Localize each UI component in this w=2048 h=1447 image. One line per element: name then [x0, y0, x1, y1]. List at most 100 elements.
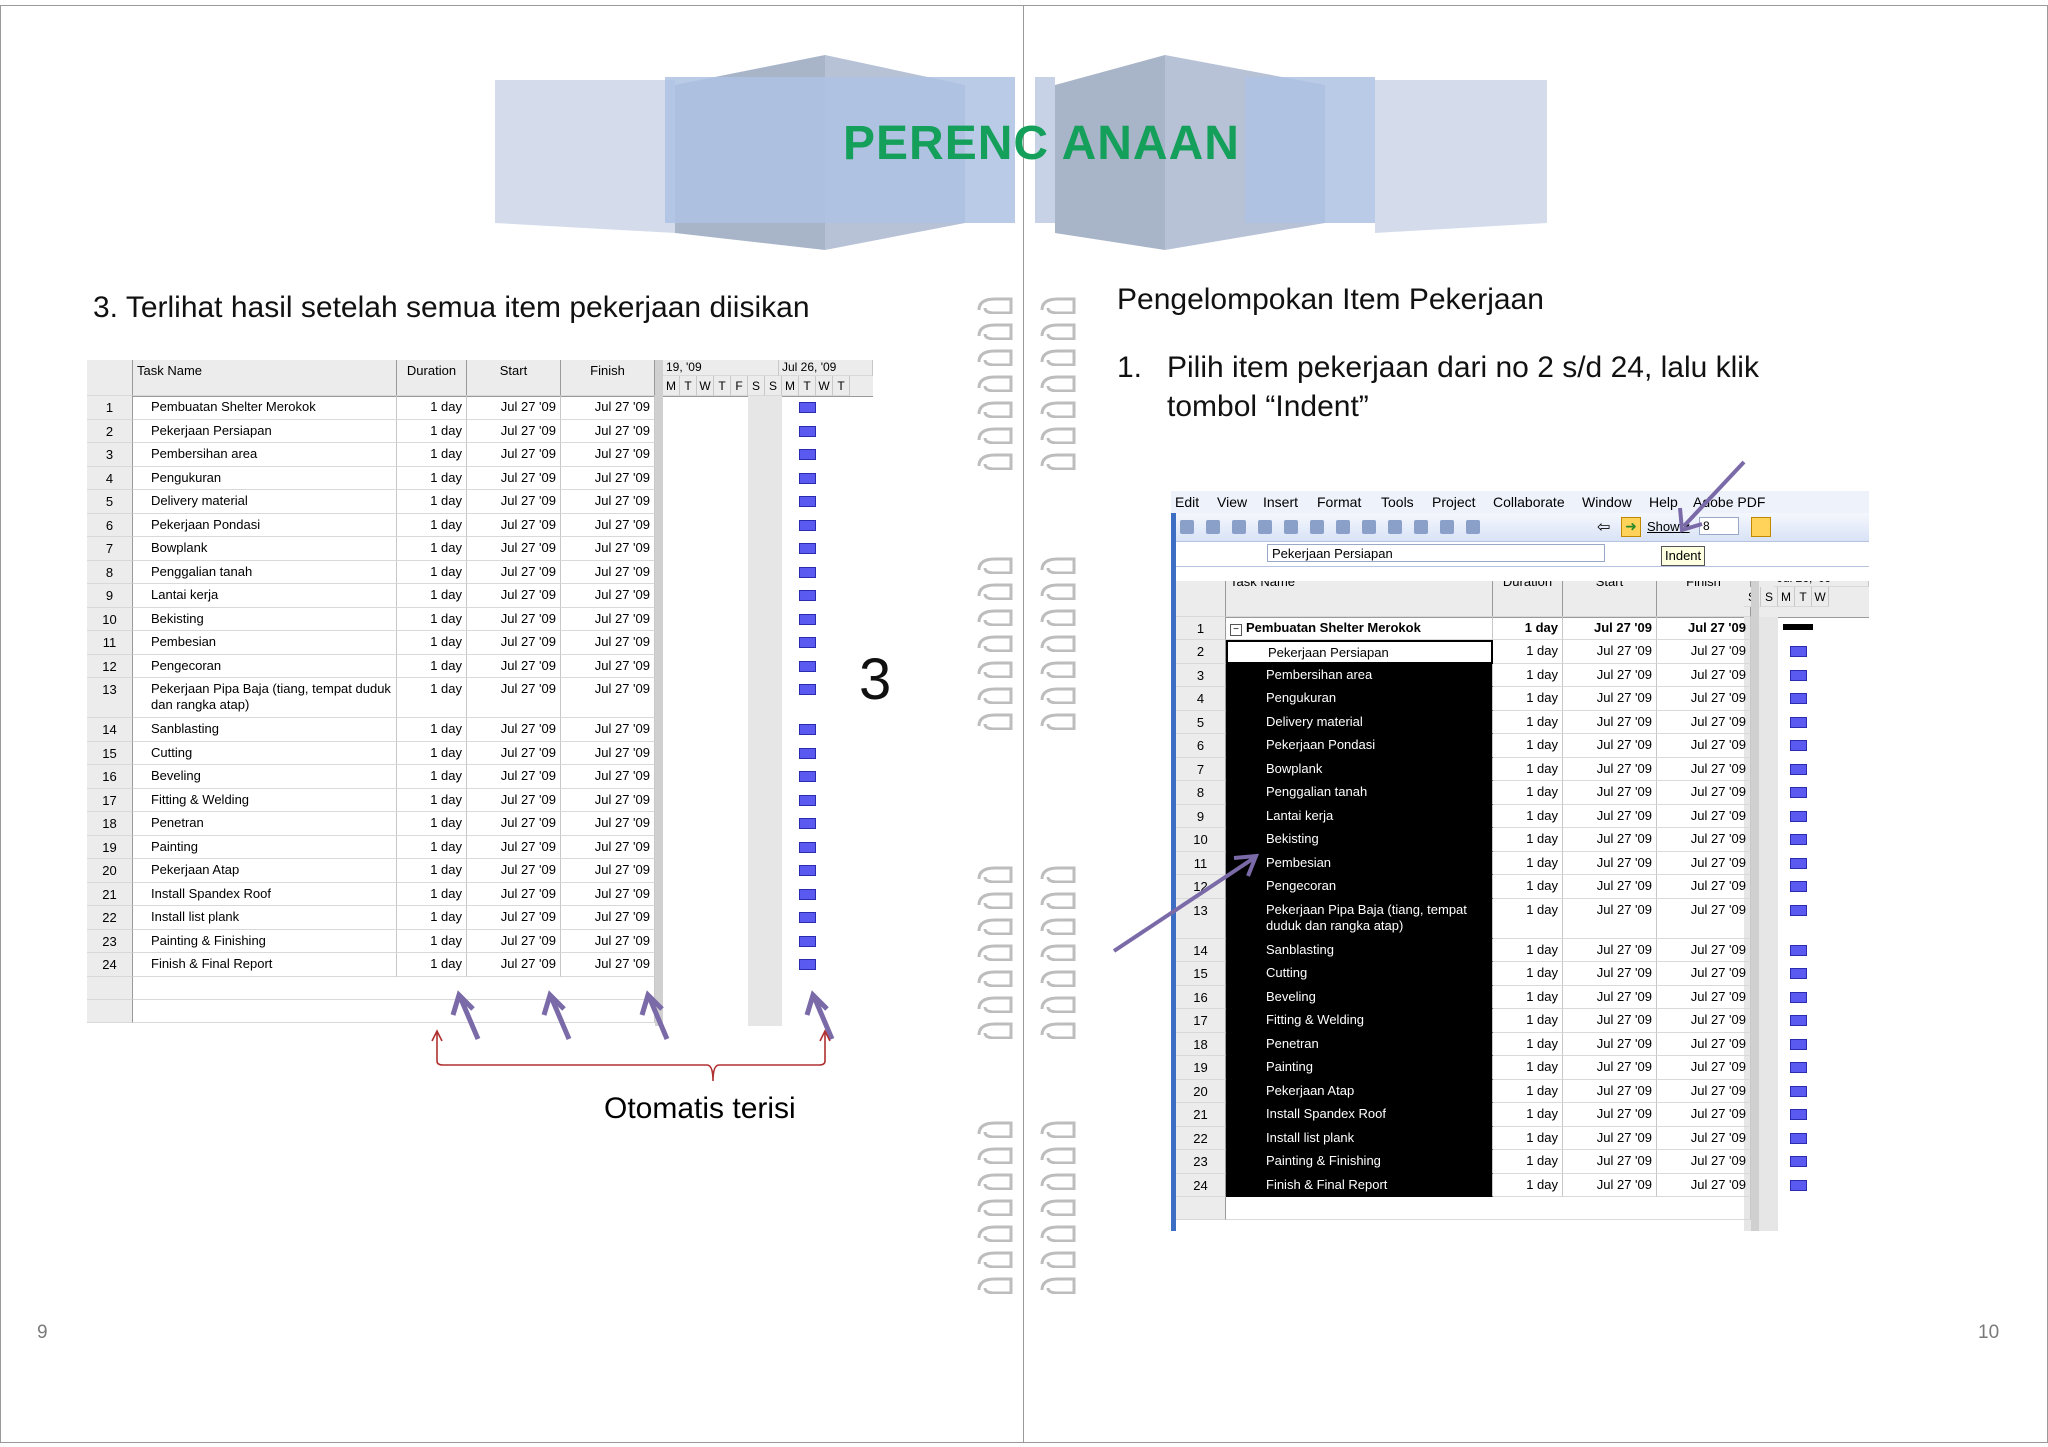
finish-cell[interactable]: Jul 27 '09 [561, 631, 655, 655]
task-name-cell[interactable]: Pekerjaan Pondasi [133, 513, 397, 537]
start-cell[interactable]: Jul 27 '09 [467, 741, 561, 765]
gantt-bar[interactable] [799, 519, 816, 531]
finish-cell[interactable]: Jul 27 '09 [1657, 1009, 1751, 1033]
indent-button[interactable]: ➜ [1621, 517, 1641, 537]
gantt-bar[interactable] [799, 472, 816, 484]
task-name-cell[interactable]: Pekerjaan Atap [1226, 1079, 1493, 1103]
finish-cell[interactable]: Jul 27 '09 [1657, 734, 1751, 758]
duration-cell[interactable]: 1 day [1493, 804, 1563, 828]
start-cell[interactable]: Jul 27 '09 [467, 396, 561, 420]
task-name-cell[interactable]: Beveling [1226, 985, 1493, 1009]
task-name-cell[interactable]: Pembuatan Shelter Merokok [133, 396, 397, 420]
finish-cell[interactable]: Jul 27 '09 [561, 929, 655, 953]
start-cell[interactable]: Jul 27 '09 [1563, 962, 1657, 986]
task-name-cell[interactable]: Delivery material [133, 490, 397, 514]
gantt-bar[interactable] [1790, 787, 1807, 798]
toolbar-zoom-out-button[interactable] [1411, 517, 1431, 537]
start-cell[interactable]: Jul 27 '09 [1563, 663, 1657, 687]
duration-cell[interactable]: 1 day [1493, 1150, 1563, 1174]
finish-cell[interactable]: Jul 27 '09 [561, 906, 655, 930]
finish-cell[interactable]: Jul 27 '09 [1657, 962, 1751, 986]
finish-cell[interactable]: Jul 27 '09 [561, 678, 655, 718]
finish-cell[interactable]: Jul 27 '09 [561, 584, 655, 608]
start-cell[interactable]: Jul 27 '09 [1563, 1126, 1657, 1150]
finish-cell[interactable]: Jul 27 '09 [1657, 663, 1751, 687]
gantt-bar[interactable] [799, 566, 816, 578]
start-cell[interactable]: Jul 27 '09 [467, 419, 561, 443]
task-name-cell[interactable]: Cutting [1226, 962, 1493, 986]
gantt-bar[interactable] [1790, 991, 1807, 1003]
empty-row[interactable] [1226, 1197, 1751, 1220]
start-cell[interactable]: Jul 27 '09 [467, 765, 561, 789]
finish-cell[interactable]: Jul 27 '09 [1657, 1103, 1751, 1127]
start-cell[interactable]: Jul 27 '09 [1563, 1009, 1657, 1033]
start-cell[interactable]: Jul 27 '09 [1563, 1150, 1657, 1174]
start-cell[interactable]: Jul 27 '09 [467, 443, 561, 467]
duration-cell[interactable]: 1 day [397, 741, 467, 765]
duration-cell[interactable]: 1 day [1493, 1032, 1563, 1056]
duration-cell[interactable]: 1 day [1493, 898, 1563, 939]
gantt-bar[interactable] [799, 496, 816, 507]
gantt-bar[interactable] [799, 449, 816, 460]
gantt-bar[interactable] [799, 959, 816, 970]
task-name-cell[interactable]: Penggalian tanah [133, 560, 397, 584]
gantt-bar[interactable] [1790, 1015, 1807, 1026]
start-cell[interactable]: Jul 27 '09 [467, 513, 561, 537]
start-cell[interactable]: Jul 27 '09 [1563, 1173, 1657, 1197]
duration-cell[interactable]: 1 day [397, 882, 467, 906]
start-cell[interactable]: Jul 27 '09 [467, 788, 561, 812]
task-name-cell[interactable]: Painting & Finishing [133, 929, 397, 953]
finish-cell[interactable]: Jul 27 '09 [561, 537, 655, 561]
finish-cell[interactable]: Jul 27 '09 [1657, 1056, 1751, 1080]
duration-cell[interactable]: 1 day [1493, 962, 1563, 986]
task-name-cell[interactable]: Pekerjaan Pipa Baja (tiang, tempat duduk… [133, 678, 397, 718]
finish-cell[interactable]: Jul 27 '09 [561, 560, 655, 584]
gantt-bar[interactable] [799, 684, 816, 695]
gantt-bar[interactable] [1790, 716, 1807, 728]
menu-project[interactable]: Project [1432, 494, 1476, 510]
start-cell[interactable]: Jul 27 '09 [467, 537, 561, 561]
gantt-bar[interactable] [799, 794, 816, 806]
finish-cell[interactable]: Jul 27 '09 [1657, 687, 1751, 711]
start-cell[interactable]: Jul 27 '09 [467, 906, 561, 930]
duration-cell[interactable]: 1 day [1493, 757, 1563, 781]
task-name-cell[interactable]: Penetran [133, 812, 397, 836]
task-name-cell[interactable]: Pengukuran [1226, 687, 1493, 711]
start-cell[interactable]: Jul 27 '09 [467, 607, 561, 631]
toolbar-print-preview-button[interactable] [1229, 517, 1249, 537]
duration-cell[interactable]: 1 day [397, 953, 467, 977]
finish-cell[interactable]: Jul 27 '09 [561, 765, 655, 789]
task-name-cell[interactable]: Delivery material [1226, 710, 1493, 734]
duration-cell[interactable]: 1 day [397, 906, 467, 930]
task-name-cell[interactable]: Pekerjaan Persiapan [133, 419, 397, 443]
start-cell[interactable]: Jul 27 '09 [1563, 734, 1657, 758]
start-cell[interactable]: Jul 27 '09 [467, 584, 561, 608]
gantt-bar[interactable] [799, 543, 816, 554]
start-cell[interactable]: Jul 27 '09 [467, 835, 561, 859]
task-name-cell[interactable]: Beveling [133, 765, 397, 789]
task-name-cell[interactable]: Lantai kerja [133, 584, 397, 608]
gantt-bar[interactable] [799, 425, 816, 437]
gantt-bar[interactable] [1790, 1179, 1807, 1191]
gantt-bar[interactable] [1790, 944, 1807, 956]
start-cell[interactable]: Jul 27 '09 [1563, 875, 1657, 899]
finish-cell[interactable]: Jul 27 '09 [1657, 828, 1751, 852]
duration-cell[interactable]: 1 day [397, 419, 467, 443]
summary-task-cell[interactable]: −Pembuatan Shelter Merokok [1226, 617, 1493, 640]
duration-cell[interactable]: 1 day [1493, 1056, 1563, 1080]
task-name-cell[interactable]: Lantai kerja [1226, 804, 1493, 828]
start-cell[interactable]: Jul 27 '09 [467, 859, 561, 883]
task-name-cell[interactable]: Painting & Finishing [1226, 1150, 1493, 1174]
task-name-cell[interactable]: Sanblasting [1226, 938, 1493, 962]
gantt-bar[interactable] [799, 402, 816, 413]
gantt-bar[interactable] [799, 912, 816, 923]
duration-cell[interactable]: 1 day [397, 835, 467, 859]
start-cell[interactable]: Jul 27 '09 [467, 678, 561, 718]
finish-cell[interactable]: Jul 27 '09 [561, 443, 655, 467]
start-cell[interactable]: Jul 27 '09 [1563, 1079, 1657, 1103]
duration-cell[interactable]: 1 day [397, 788, 467, 812]
task-name-cell[interactable]: Pembersihan area [1226, 663, 1493, 687]
finish-cell[interactable]: Jul 27 '09 [561, 812, 655, 836]
gantt-bar[interactable] [799, 888, 816, 900]
duration-cell[interactable]: 1 day [397, 396, 467, 420]
